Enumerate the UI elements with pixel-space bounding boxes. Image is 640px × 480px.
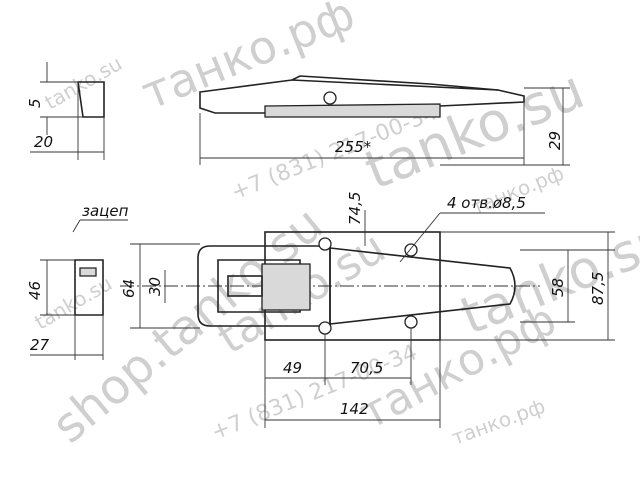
dim-70-5: 70,5: [350, 359, 383, 377]
dim-height-side: 29: [546, 131, 564, 150]
latch-side-view: [199, 75, 570, 166]
dim-top-height: 5: [26, 98, 44, 108]
dim-catch-width: 27: [30, 336, 50, 354]
dim-30: 30: [146, 277, 164, 296]
dim-142: 142: [340, 400, 369, 418]
watermark-site-ru-corner: танко.рф: [449, 394, 549, 450]
label-catch: зацеп: [82, 202, 129, 220]
holes-note: 4 отв.ø8,5: [447, 194, 526, 212]
watermark-layer: танко.рф tanko.su +7 (831) 217-00-34 tan…: [31, 0, 640, 454]
dim-top-width: 20: [34, 133, 53, 151]
catch-side-view: [30, 62, 105, 160]
dim-49: 49: [283, 359, 302, 377]
dim-length-overall: 255*: [335, 138, 372, 156]
dim-87-5: 87,5: [589, 272, 607, 305]
dim-catch-height: 46: [26, 281, 44, 300]
dim-58: 58: [549, 278, 567, 297]
dim-64: 64: [120, 279, 138, 298]
dim-74-5: 74,5: [346, 192, 364, 225]
catch-front-view: [30, 259, 104, 360]
latch-front-view: [120, 210, 615, 428]
